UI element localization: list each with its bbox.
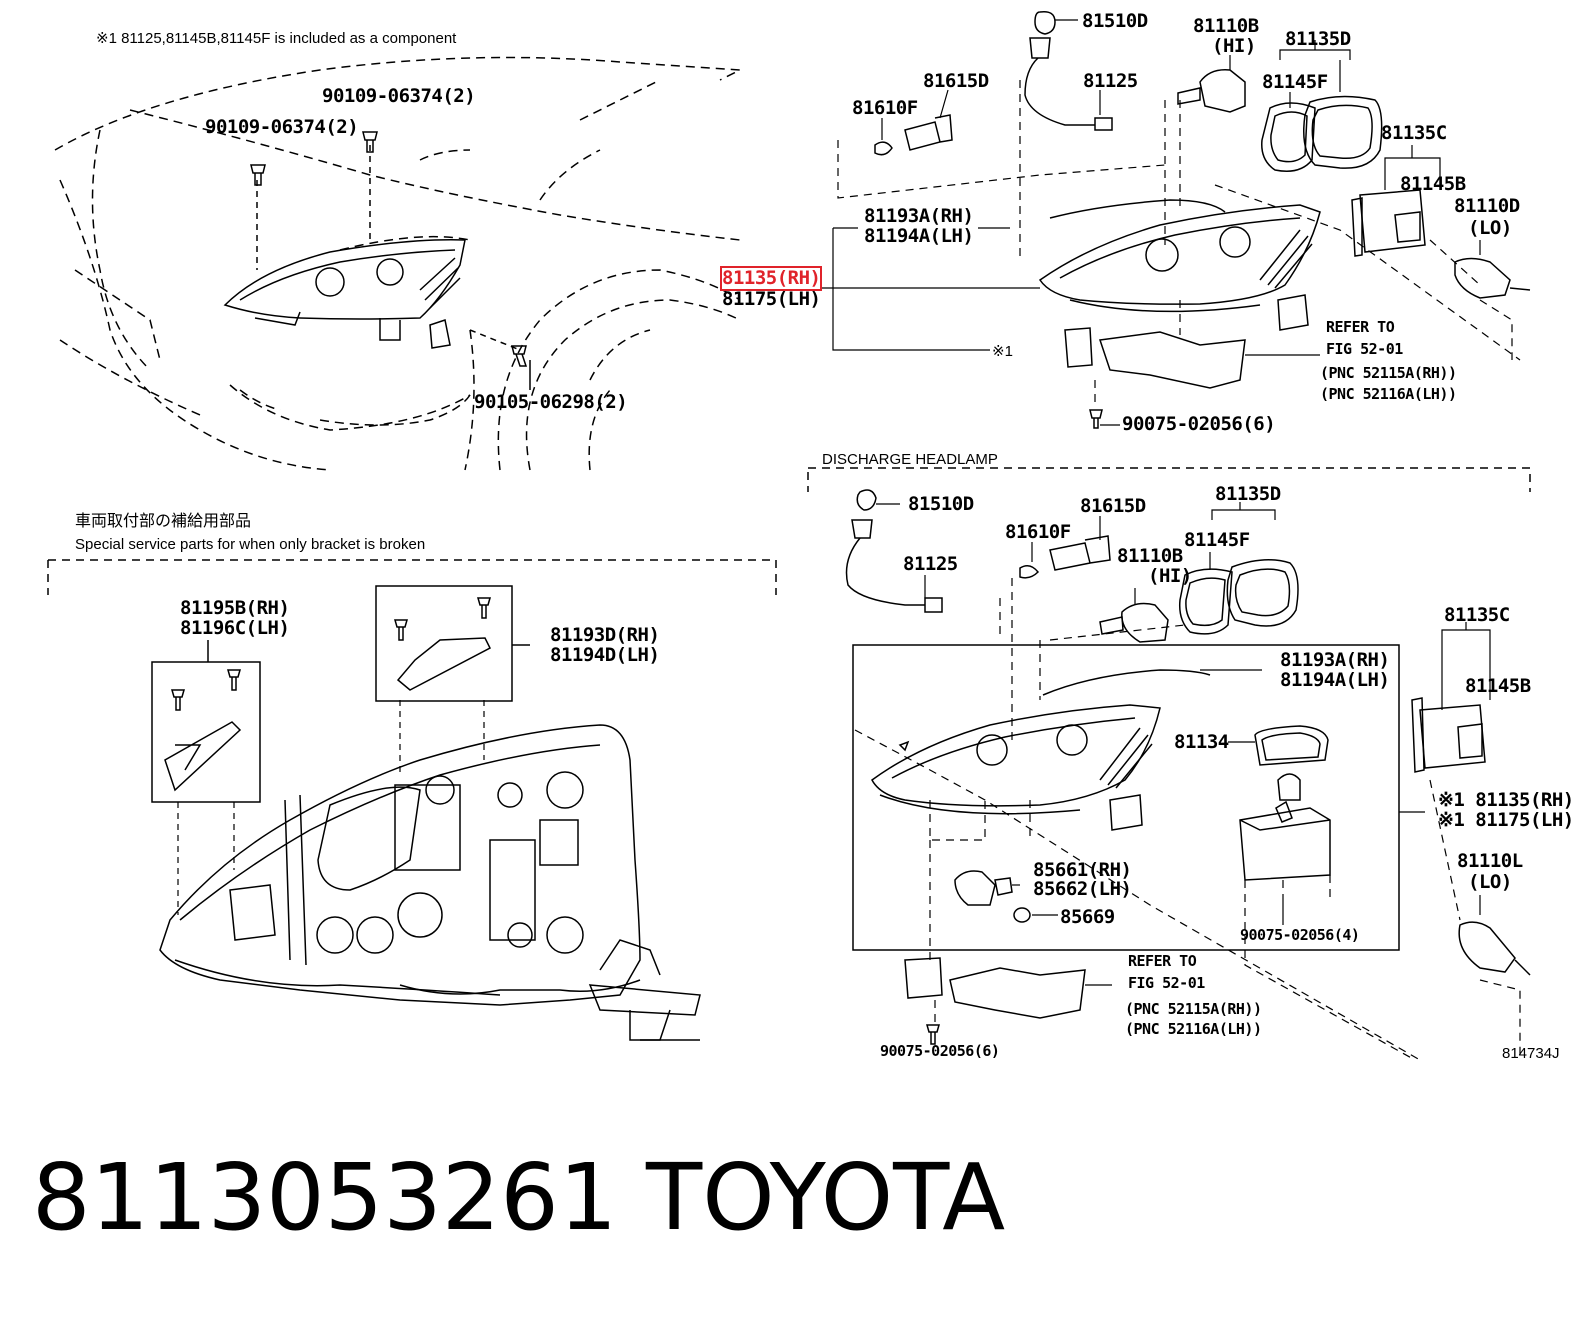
fig-ref-text: FIG 52-01 xyxy=(1326,340,1403,358)
caption-brand: TOYOTA xyxy=(646,1144,1006,1251)
halogen-leader-lines xyxy=(820,19,1481,426)
discharge-leader-lines xyxy=(876,502,1491,986)
part-label-81615d: 81615D xyxy=(923,70,989,92)
dis-part-label-bolt-90075-4: 90075-02056(4) xyxy=(1240,926,1360,944)
dis-part-label-85669: 85669 xyxy=(1060,906,1115,928)
part-label-81145b: 81145B xyxy=(1400,173,1466,195)
part-label-81193a: 81193A(RH) xyxy=(864,205,974,227)
part-label-81195b: 81195B(RH) xyxy=(180,597,290,619)
dis-part-label-81110b: 81110B xyxy=(1117,545,1183,567)
part-label-81175lh: 81175(LH) xyxy=(722,288,821,310)
bracket-service-parts-drawing xyxy=(47,559,777,1041)
dis-part-label-81175lh: ※1 81175(LH) xyxy=(1438,809,1574,831)
dis-part-label-81110l-lo: (LO) xyxy=(1468,871,1512,893)
dis-part-label-81135c: 81135C xyxy=(1444,604,1510,626)
discharge-headlamp-drawing xyxy=(807,467,1531,1045)
dis-part-label-bolt-90075-6: 90075-02056(6) xyxy=(880,1042,1000,1060)
dis-part-label-81610f: 81610F xyxy=(1005,521,1071,543)
part-label-81135d: 81135D xyxy=(1285,28,1351,50)
bracket-leader-lines xyxy=(177,700,485,915)
part-label-bolt-90105: 90105-06298(2) xyxy=(474,391,628,413)
part-label-81194d: 81194D(LH) xyxy=(550,644,660,666)
dis-part-label-81510d: 81510D xyxy=(908,493,974,515)
dis-pnc-lh-text: (PNC 52116A(LH)) xyxy=(1125,1020,1262,1038)
dis-part-label-81134: 81134 xyxy=(1174,731,1229,753)
dis-part-label-81135d: 81135D xyxy=(1215,483,1281,505)
dis-part-label-81193a: 81193A(RH) xyxy=(1280,649,1390,671)
jp-section-title: 車両取付部の補給用部品 xyxy=(75,513,252,530)
dis-part-label-81110l: 81110L xyxy=(1457,850,1523,872)
halogen-dashed-frame xyxy=(837,80,1521,408)
top-note: ※1 81125,81145B,81145F is included as a … xyxy=(96,30,457,47)
part-label-81145f: 81145F xyxy=(1262,71,1328,93)
caption-part-number: 8113053261 xyxy=(32,1144,618,1251)
bolts-upper-left xyxy=(250,131,531,390)
dis-part-label-85662: 85662(LH) xyxy=(1033,878,1132,900)
car-front-drawing xyxy=(54,56,743,471)
part-label-81194a: 81194A(LH) xyxy=(864,225,974,247)
discharge-dashed-frame xyxy=(854,578,1521,1061)
part-label-bolt-90075-6: 90075-02056(6) xyxy=(1122,413,1276,435)
part-label-81110b-hi: (HI) xyxy=(1212,35,1256,57)
dis-part-label-81135rh: ※1 81135(RH) xyxy=(1438,789,1574,811)
dis-part-label-81145f: 81145F xyxy=(1184,529,1250,551)
dis-fig-ref-text: FIG 52-01 xyxy=(1128,974,1205,992)
part-label-81110d-lo: (LO) xyxy=(1468,217,1512,239)
dis-part-label-85661: 85661(RH) xyxy=(1033,859,1132,881)
part-label-81196c: 81196C(LH) xyxy=(180,617,290,639)
dis-part-label-81110b-hi: (HI) xyxy=(1148,565,1192,587)
part-label-81193d: 81193D(RH) xyxy=(550,624,660,646)
part-label-81110b: 81110B xyxy=(1193,15,1259,37)
dis-pnc-rh-text: (PNC 52115A(RH)) xyxy=(1125,1000,1262,1018)
part-label-81125: 81125 xyxy=(1083,70,1138,92)
pnc-rh-text: (PNC 52115A(RH)) xyxy=(1320,364,1457,382)
dis-part-label-81125: 81125 xyxy=(903,553,958,575)
part-label-81135rh-highlighted: 81135(RH) xyxy=(719,266,823,291)
discharge-section-title: DISCHARGE HEADLAMP xyxy=(822,451,998,468)
part-label-bolt-90109-a: 90109-06374(2) xyxy=(322,85,476,107)
part-label-81610f: 81610F xyxy=(852,97,918,119)
part-label-81135c: 81135C xyxy=(1381,122,1447,144)
pnc-lh-text: (PNC 52116A(LH)) xyxy=(1320,385,1457,403)
part-label-bolt-90109-b: 90109-06374(2) xyxy=(205,116,359,138)
illustration-ref-code: 814734J xyxy=(1502,1045,1560,1062)
halogen-lamp-drawing xyxy=(874,10,1531,429)
dis-part-label-81145b: 81145B xyxy=(1465,675,1531,697)
footnote-mark: ※1 xyxy=(992,343,1013,360)
refer-to-text: REFER TO xyxy=(1326,318,1395,336)
dis-part-label-81194a: 81194A(LH) xyxy=(1280,669,1390,691)
dis-part-label-81615d: 81615D xyxy=(1080,495,1146,517)
dis-refer-to-text: REFER TO xyxy=(1128,952,1197,970)
part-label-81110d: 81110D xyxy=(1454,195,1520,217)
part-label-81510d: 81510D xyxy=(1082,10,1148,32)
en-section-title: Special service parts for when only brac… xyxy=(75,536,426,553)
car-headlamp-drawing xyxy=(223,145,521,351)
